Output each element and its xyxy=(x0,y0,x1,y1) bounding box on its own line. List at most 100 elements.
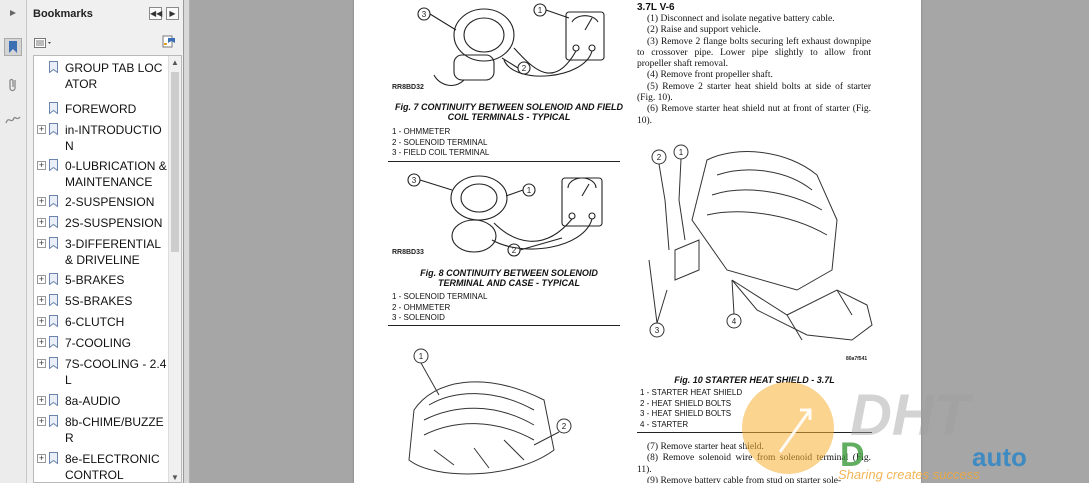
panel-splitter[interactable] xyxy=(184,0,190,483)
attachment-icon[interactable] xyxy=(4,76,22,94)
bookmark-icon xyxy=(49,237,58,249)
bookmarks-title: Bookmarks xyxy=(33,8,93,20)
expand-icon[interactable]: + xyxy=(37,196,46,206)
arrow-icon[interactable] xyxy=(4,4,22,22)
navigation-toolbar xyxy=(0,0,27,483)
svg-text:3: 3 xyxy=(422,10,427,19)
bookmark-label: 2S-SUSPENSION xyxy=(65,216,163,230)
expand-icon[interactable]: + xyxy=(37,416,46,426)
scroll-thumb[interactable] xyxy=(171,72,179,252)
divider xyxy=(388,161,620,162)
fig10-caption: Fig. 10 STARTER HEAT SHIELD - 3.7L xyxy=(674,375,835,385)
bookmark-label: 5-BRAKES xyxy=(65,273,125,287)
expand-icon[interactable]: + xyxy=(37,124,46,134)
expand-icon[interactable]: + xyxy=(37,453,46,463)
legend-entry: 2 - OHMMETER xyxy=(392,302,451,312)
bookmark-label: 2-SUSPENSION xyxy=(65,195,155,209)
svg-text:3: 3 xyxy=(412,176,417,185)
expand-icon[interactable]: + xyxy=(37,395,46,405)
expand-icon[interactable]: + xyxy=(37,295,46,305)
procedure-step: (9) Remove battery cable from stud on st… xyxy=(647,475,842,483)
options-menu-icon[interactable] xyxy=(34,36,54,54)
steps-top: (1) Disconnect and isolate negative batt… xyxy=(637,14,871,127)
bookmark-label: GROUP TAB LOCATOR xyxy=(65,61,163,91)
svg-text:2: 2 xyxy=(562,422,567,431)
expand-icon[interactable]: + xyxy=(37,274,46,284)
expand-icon[interactable]: + xyxy=(37,238,46,248)
fig8-illustration: 3 1 2 xyxy=(407,173,603,257)
bookmark-label: 0-LUBRICATION & MAINTENANCE xyxy=(65,159,167,189)
bookmark-icon xyxy=(49,159,58,171)
bookmark-icon xyxy=(49,315,58,327)
legend-entry: 3 - HEAT SHIELD BOLTS xyxy=(640,409,732,418)
bookmark-label: 6-CLUTCH xyxy=(65,315,125,329)
legend-entry: 3 - FIELD COIL TERMINAL xyxy=(392,148,490,157)
fig7-illustration: 1 3 2 xyxy=(417,3,605,86)
bookmarks-toolbar xyxy=(27,30,184,52)
expand-icon[interactable]: + xyxy=(37,337,46,347)
svg-text:auto: auto xyxy=(972,442,1027,472)
svg-text:4: 4 xyxy=(732,317,737,326)
bookmark-label: 8e-ELECTRONIC CONTROL xyxy=(65,452,160,482)
bookmark-label: 7-COOLING xyxy=(65,336,132,350)
procedure-step: (8) Remove solenoid wire from solenoid t… xyxy=(637,453,871,475)
scroll-up-icon[interactable]: ▲ xyxy=(171,58,179,67)
fig7-code: RR8BD32 xyxy=(392,84,424,91)
bookmark-label: in-INTRODUCTION xyxy=(65,123,162,153)
svg-text:2: 2 xyxy=(522,64,527,73)
svg-text:1: 1 xyxy=(527,186,532,195)
bookmark-icon xyxy=(49,336,58,348)
legend-entry: 1 - OHMMETER xyxy=(392,127,451,136)
engine-illustration: 12 xyxy=(408,348,572,475)
legend-entry: 1 - STARTER HEAT SHIELD xyxy=(640,388,743,397)
bookmark-label: 8a-AUDIO xyxy=(65,394,121,408)
bookmark-icon xyxy=(49,394,58,406)
bookmark-label: 7S-COOLING - 2.4L xyxy=(65,357,167,387)
fig10-illustration: 21 34 xyxy=(648,144,873,341)
bookmark-icon xyxy=(49,415,58,427)
new-bookmark-icon[interactable] xyxy=(162,35,176,53)
bookmark-scrollbar[interactable]: ▲ ▼ xyxy=(168,56,181,482)
bookmark-icon xyxy=(49,273,58,285)
expand-icon[interactable]: + xyxy=(37,358,46,368)
signature-icon[interactable] xyxy=(4,110,22,128)
svg-text:1: 1 xyxy=(679,148,684,157)
expand-icon[interactable]: + xyxy=(37,160,46,170)
bookmark-icon xyxy=(49,123,58,135)
fig8-code: RR8BD33 xyxy=(392,249,424,256)
legend-entry: 1 - SOLENOID TERMINAL xyxy=(392,292,488,301)
procedure-step: (7) Remove starter heat shield. xyxy=(647,442,764,452)
divider xyxy=(388,325,620,326)
procedure-step: (4) Remove front propeller shaft. xyxy=(647,70,773,81)
legend-entry: 4 - STARTER xyxy=(640,419,689,429)
svg-text:2: 2 xyxy=(512,246,517,255)
legend-entry: 3 - SOLENOID xyxy=(392,313,445,322)
scroll-down-icon[interactable]: ▼ xyxy=(171,473,179,482)
bookmark-icon xyxy=(49,61,58,73)
fig8-caption: Fig. 8 CONTINUITY BETWEEN SOLENOID TERMI… xyxy=(420,268,598,288)
legend-entry: 2 - SOLENOID TERMINAL xyxy=(392,137,488,147)
fig7-caption: Fig. 7 CONTINUITY BETWEEN SOLENOID AND F… xyxy=(394,102,623,122)
expand-icon[interactable]: + xyxy=(37,217,46,227)
bookmark-label: 3-DIFFERENTIAL & DRIVELINE xyxy=(65,237,161,267)
legend-entry: 2 - HEAT SHIELD BOLTS xyxy=(640,398,732,408)
document-page: 1 3 2 RR8BD32 Fig. 7 CONTINUITY BETWEEN SO… xyxy=(354,0,921,483)
bookmark-tab-icon[interactable] xyxy=(4,38,22,56)
bookmarks-header: Bookmarks ◀◀ ▶ xyxy=(27,0,184,28)
collapse-panel-button[interactable]: ◀◀ xyxy=(149,7,163,20)
bookmark-icon xyxy=(49,452,58,464)
fig10-code: 80a7f541 xyxy=(846,356,868,362)
bookmark-icon xyxy=(49,294,58,306)
bookmark-icon xyxy=(49,216,58,228)
divider xyxy=(637,432,872,433)
svg-text:1: 1 xyxy=(538,6,543,15)
bookmark-icon xyxy=(49,195,58,207)
expand-icon[interactable]: + xyxy=(37,316,46,326)
expand-panel-button[interactable]: ▶ xyxy=(166,7,179,20)
svg-text:1: 1 xyxy=(419,352,424,361)
